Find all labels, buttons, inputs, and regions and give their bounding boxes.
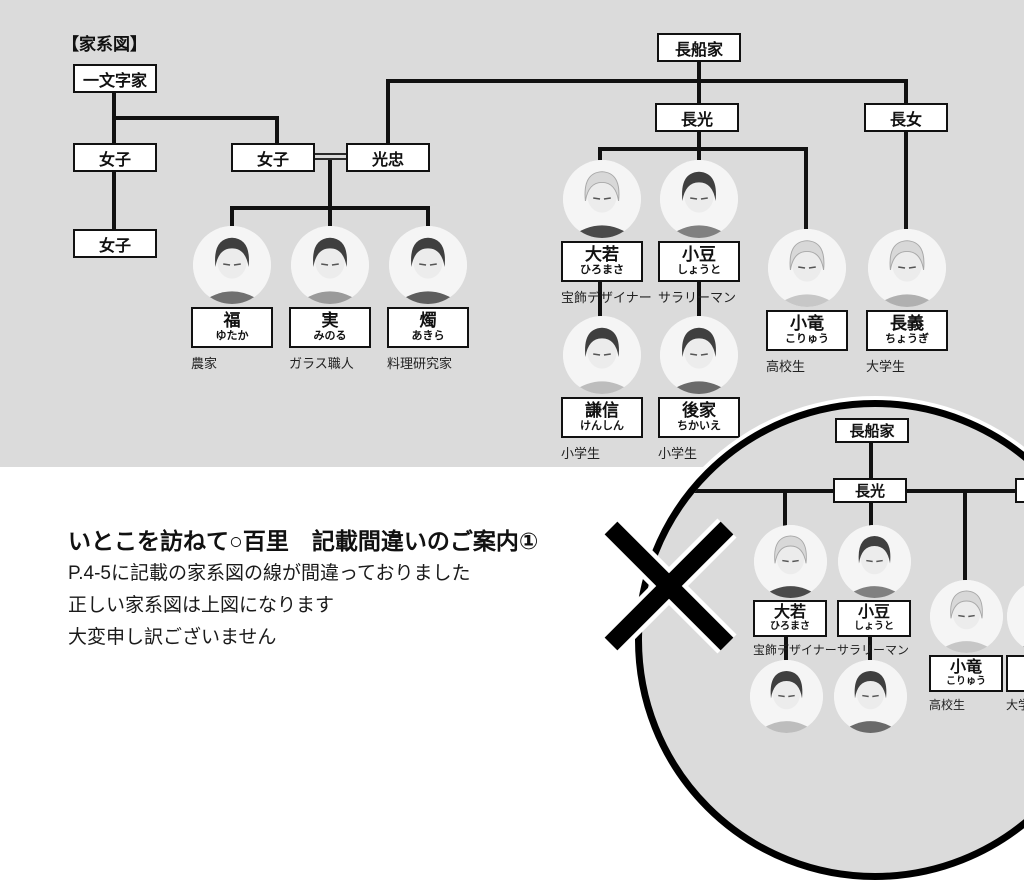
inset-portrait-koryu	[930, 580, 1003, 653]
family-box-daughter-3: 女子	[73, 229, 157, 258]
inset-family-box-chojo-partial	[1015, 478, 1024, 503]
inset-name-box-hiromasa: 大若 ひろまさ	[753, 600, 827, 637]
connector-line	[386, 79, 908, 83]
occupation-hiromasa: 宝飾デザイナー	[561, 287, 643, 306]
connector-line	[112, 170, 116, 231]
connector-line	[112, 93, 116, 118]
portrait-chikaie	[660, 316, 738, 394]
inset-family-box-nagamitsu: 長光	[833, 478, 907, 503]
inset-portrait-chougi	[1007, 580, 1024, 653]
inset-portrait-shouto	[838, 525, 911, 598]
name-box-koryu: 小竜 こりゅう	[766, 310, 848, 351]
family-box-nagamitsu: 長光	[655, 103, 739, 132]
portrait-fuku	[193, 226, 271, 304]
portrait-chougi	[868, 229, 946, 307]
inset-person-koryu: 小竜 こりゅう 高校生	[929, 580, 1003, 713]
inset-name-box-shouto: 小豆 しょうと	[837, 600, 911, 637]
family-box-osafune: 長船家	[657, 33, 741, 62]
diagram-heading: 【家系図】	[62, 30, 147, 55]
inset-occupation-hiromasa: 宝飾デザイナー	[753, 641, 827, 658]
person-kenshin: 謙信 けんしん 小学生	[561, 316, 643, 462]
name-box-hiromasa: 大若 ひろまさ	[561, 241, 643, 282]
family-box-mitsutada: 光忠	[346, 143, 430, 172]
name-box-akira: 燭 あきら	[387, 307, 469, 348]
person-fuku: 福 ゆたか 農家	[191, 226, 273, 372]
name-box-kenshin: 謙信 けんしん	[561, 397, 643, 438]
inset-occupation-koryu: 高校生	[929, 696, 1003, 713]
connector-line	[804, 149, 808, 233]
connector-line	[598, 147, 808, 151]
connector-line	[697, 81, 701, 105]
marriage-line	[314, 153, 347, 155]
inset-person-chougi-partial: 大学生	[1006, 580, 1024, 713]
family-box-chojo: 長女	[864, 103, 948, 132]
x-mark	[595, 512, 743, 660]
connector-line	[697, 60, 701, 81]
page: { "heading": "【家系図】", "labels": { "ichim…	[0, 0, 1024, 722]
occupation-fuku: 農家	[191, 353, 273, 372]
person-shouto: 小豆 しょうと サラリーマン	[658, 160, 740, 306]
name-box-chikaie: 後家 ちかいえ	[658, 397, 740, 438]
person-koryu: 小竜 こりゅう 高校生	[766, 229, 848, 375]
person-akira: 燭 あきら 料理研究家	[387, 226, 469, 372]
connector-line	[386, 81, 390, 143]
connector-line	[869, 441, 873, 481]
notice-line-2: 正しい家系図は上図になります	[68, 590, 334, 617]
name-box-shouto: 小豆 しょうと	[658, 241, 740, 282]
connector-line	[904, 81, 908, 105]
connector-line	[904, 130, 908, 233]
occupation-shouto: サラリーマン	[658, 287, 740, 306]
family-box-ichimonji: 一文字家	[73, 64, 157, 93]
name-box-fuku: 福 ゆたか	[191, 307, 273, 348]
family-box-daughter-1: 女子	[73, 143, 157, 172]
inset-person-shouto: 小豆 しょうと サラリーマン	[837, 525, 911, 658]
portrait-shouto	[660, 160, 738, 238]
inset-person-chikaie-partial	[833, 660, 907, 733]
notice-line-1: P.4-5に記載の家系図の線が間違っておりました	[68, 558, 470, 585]
occupation-chougi: 大学生	[866, 356, 948, 375]
inset-portrait-chikaie	[834, 660, 907, 733]
name-box-chougi: 長義 ちょうぎ	[866, 310, 948, 351]
connector-line	[112, 118, 116, 145]
notice-title: いとこを訪ねて○百里 記載間違いのご案内①	[68, 522, 538, 556]
occupation-akira: 料理研究家	[387, 353, 469, 372]
person-chikaie: 後家 ちかいえ 小学生	[658, 316, 740, 462]
portrait-akira	[389, 226, 467, 304]
inset-occupation-shouto: サラリーマン	[837, 641, 911, 658]
connector-line	[328, 160, 332, 208]
portrait-koryu	[768, 229, 846, 307]
inset-person-hiromasa: 大若 ひろまさ 宝飾デザイナー	[753, 525, 827, 658]
name-box-minoru: 実 みのる	[289, 307, 371, 348]
connector-line	[112, 116, 279, 120]
person-minoru: 実 みのる ガラス職人	[289, 226, 371, 372]
portrait-hiromasa	[563, 160, 641, 238]
inset-family-box-osafune: 長船家	[835, 418, 909, 443]
portrait-minoru	[291, 226, 369, 304]
connector-line	[963, 491, 967, 584]
person-chougi: 長義 ちょうぎ 大学生	[866, 229, 948, 375]
occupation-minoru: ガラス職人	[289, 353, 371, 372]
inset-occupation-chougi: 大学生	[1006, 696, 1024, 713]
person-hiromasa: 大若 ひろまさ 宝飾デザイナー	[561, 160, 643, 306]
connector-line	[275, 118, 279, 145]
portrait-kenshin	[563, 316, 641, 394]
connector-line	[783, 491, 787, 529]
occupation-kenshin: 小学生	[561, 443, 643, 462]
notice-line-3: 大変申し訳ございません	[68, 622, 276, 649]
inset-name-box-koryu: 小竜 こりゅう	[929, 655, 1003, 692]
inset-person-kenshin-partial	[749, 660, 823, 733]
inset-portrait-hiromasa	[754, 525, 827, 598]
family-box-daughter-2: 女子	[231, 143, 315, 172]
occupation-koryu: 高校生	[766, 356, 848, 375]
inset-name-box-chougi-partial	[1006, 655, 1024, 692]
inset-portrait-kenshin	[750, 660, 823, 733]
